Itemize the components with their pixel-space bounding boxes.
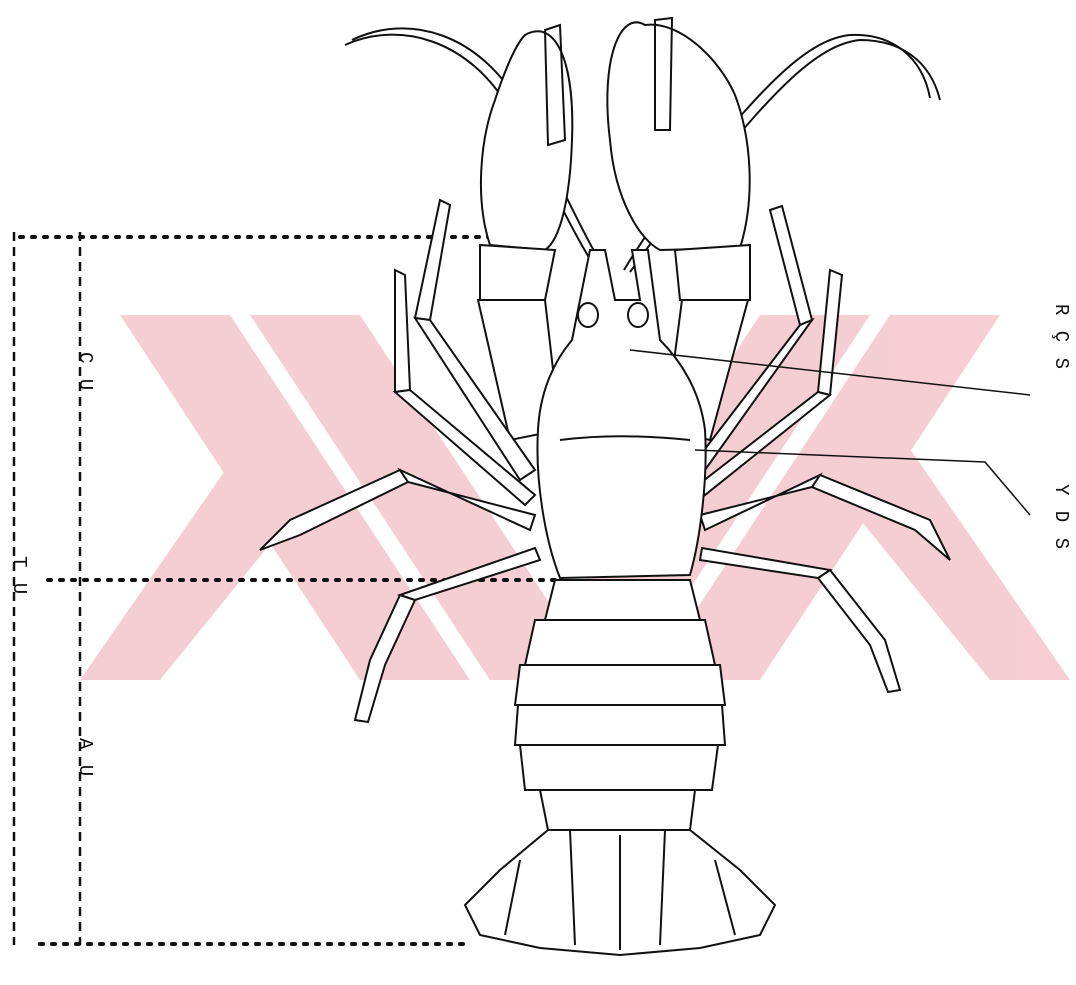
tail-fan [465, 830, 775, 955]
total-length-label: T U [8, 556, 30, 596]
rostrum-label: R Ç S [1050, 304, 1072, 371]
carapace-length-label: C U [74, 352, 96, 392]
abdomen [515, 580, 725, 830]
abdomen-length-label: A U [74, 738, 96, 778]
carapace-region-label: Y D S [1050, 484, 1072, 551]
